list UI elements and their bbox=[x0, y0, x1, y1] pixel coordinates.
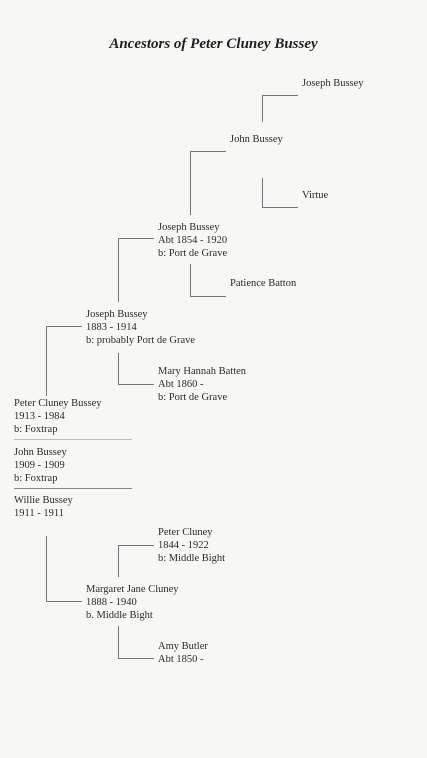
person-name: John Bussey bbox=[14, 447, 67, 458]
person-joseph-bussey-father: Joseph Bussey 1883 - 1914 b: probably Po… bbox=[86, 308, 195, 347]
connector-line bbox=[118, 545, 154, 546]
person-name: Margaret Jane Cluney bbox=[86, 584, 179, 595]
person-john-bussey-grandfather-line: John Bussey bbox=[230, 133, 283, 146]
person-peter-cluney: Peter Cluney 1844 - 1922 b: Middle Bight bbox=[158, 526, 225, 565]
connector-line bbox=[46, 326, 82, 327]
connector-line bbox=[46, 536, 47, 601]
divider bbox=[14, 439, 132, 440]
connector-line bbox=[118, 545, 119, 577]
connector-line bbox=[262, 95, 298, 96]
person-name: Joseph Bussey bbox=[86, 309, 148, 320]
person-name: John Bussey bbox=[230, 134, 283, 145]
person-dates: 1909 - 1909 bbox=[14, 460, 65, 471]
connector-line bbox=[118, 658, 154, 659]
connector-line bbox=[118, 353, 119, 384]
person-name: Peter Cluney Bussey bbox=[14, 398, 102, 409]
connector-line bbox=[118, 238, 154, 239]
person-birth: b. Middle Bight bbox=[86, 610, 153, 621]
connector-line bbox=[118, 626, 119, 658]
connector-line bbox=[262, 178, 263, 208]
divider bbox=[14, 488, 132, 489]
person-john-bussey-sibling: John Bussey 1909 - 1909 b: Foxtrap bbox=[14, 446, 67, 485]
connector-line bbox=[190, 296, 226, 297]
person-name: Virtue bbox=[302, 190, 329, 201]
connector-line bbox=[190, 151, 191, 215]
person-dates: 1844 - 1922 bbox=[158, 540, 209, 551]
person-virtue: Virtue bbox=[302, 189, 328, 202]
connector-line bbox=[262, 95, 263, 122]
connector-line bbox=[46, 601, 82, 602]
person-dates: 1888 - 1940 bbox=[86, 597, 137, 608]
person-dates: 1883 - 1914 bbox=[86, 322, 137, 333]
person-joseph-bussey-great-grandfather: Joseph Bussey bbox=[302, 77, 364, 90]
connector-line bbox=[118, 384, 154, 385]
person-name: Mary Hannah Batten bbox=[158, 366, 247, 377]
page-title: Ancestors of Peter Cluney Bussey bbox=[109, 36, 318, 52]
connector-line bbox=[190, 151, 226, 152]
person-name: Peter Cluney bbox=[158, 527, 213, 538]
person-birth: b: Port de Grave bbox=[158, 248, 228, 259]
person-amy-butler: Amy Butler Abt 1850 - bbox=[158, 640, 208, 666]
person-dates: 1911 - 1911 bbox=[14, 508, 64, 519]
person-willie-bussey: Willie Bussey 1911 - 1911 bbox=[14, 494, 73, 520]
person-dates: 1913 - 1984 bbox=[14, 411, 65, 422]
person-name: Amy Butler bbox=[158, 641, 208, 652]
person-name: Joseph Bussey bbox=[158, 222, 220, 233]
connector-line bbox=[118, 238, 119, 302]
person-name: Willie Bussey bbox=[14, 495, 73, 506]
person-peter-cluney-bussey: Peter Cluney Bussey 1913 - 1984 b: Foxtr… bbox=[14, 397, 102, 436]
connector-line bbox=[190, 264, 191, 296]
person-birth: b: Foxtrap bbox=[14, 424, 58, 435]
person-name: Patience Batton bbox=[230, 278, 297, 289]
person-mary-hannah-batten: Mary Hannah Batten Abt 1860 - b: Port de… bbox=[158, 365, 246, 404]
person-dates: Abt 1850 - bbox=[158, 654, 204, 665]
person-birth: b: Port de Grave bbox=[158, 392, 228, 403]
person-birth: b: probably Port de Grave bbox=[86, 335, 196, 346]
person-patience-batton: Patience Batton bbox=[230, 277, 296, 290]
person-dates: Abt 1854 - 1920 bbox=[158, 235, 228, 246]
person-birth: b: Middle Bight bbox=[158, 553, 226, 564]
connector-line bbox=[262, 207, 298, 208]
person-birth: b: Foxtrap bbox=[14, 473, 58, 484]
person-name: Joseph Bussey bbox=[302, 78, 364, 89]
person-dates: Abt 1860 - bbox=[158, 379, 204, 390]
person-joseph-bussey-grandfather: Joseph Bussey Abt 1854 - 1920 b: Port de… bbox=[158, 221, 227, 260]
person-margaret-jane-cluney: Margaret Jane Cluney 1888 - 1940 b. Midd… bbox=[86, 583, 179, 622]
connector-line bbox=[46, 326, 47, 396]
